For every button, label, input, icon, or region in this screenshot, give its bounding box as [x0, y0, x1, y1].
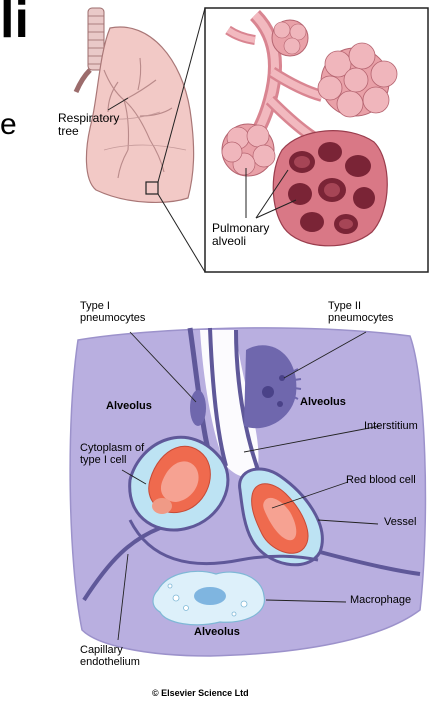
label-respiratory-tree: Respiratory tree [58, 112, 122, 139]
label-alveolus-left: Alveolus [106, 400, 152, 412]
label-cytoplasm-type1: Cytoplasm of type I cell [80, 442, 150, 467]
label-red-blood-cell: Red blood cell [346, 474, 416, 486]
label-macrophage: Macrophage [350, 594, 411, 606]
alveolar-wall-diagram [70, 328, 425, 656]
label-alveolus-bottom: Alveolus [194, 626, 240, 638]
label-interstitium: Interstitium [364, 420, 418, 432]
label-type1-pneumocytes: Type I pneumocytes [80, 300, 152, 325]
label-pulmonary-alveoli: Pulmonary alveoli [212, 222, 272, 249]
alveoli-cross-section [273, 131, 387, 246]
label-capillary-endothelium: Capillary endothelium [80, 644, 150, 669]
copyright-notice: © Elsevier Science Ltd [152, 688, 249, 698]
alveolar-sac-top [272, 20, 308, 56]
label-type2-pneumocytes: Type II pneumocytes [328, 300, 408, 325]
label-vessel: Vessel [384, 516, 416, 528]
alveolar-sac-left [222, 124, 275, 176]
label-alveolus-right: Alveolus [300, 396, 346, 408]
illustrator-signature: ~ [356, 238, 358, 243]
